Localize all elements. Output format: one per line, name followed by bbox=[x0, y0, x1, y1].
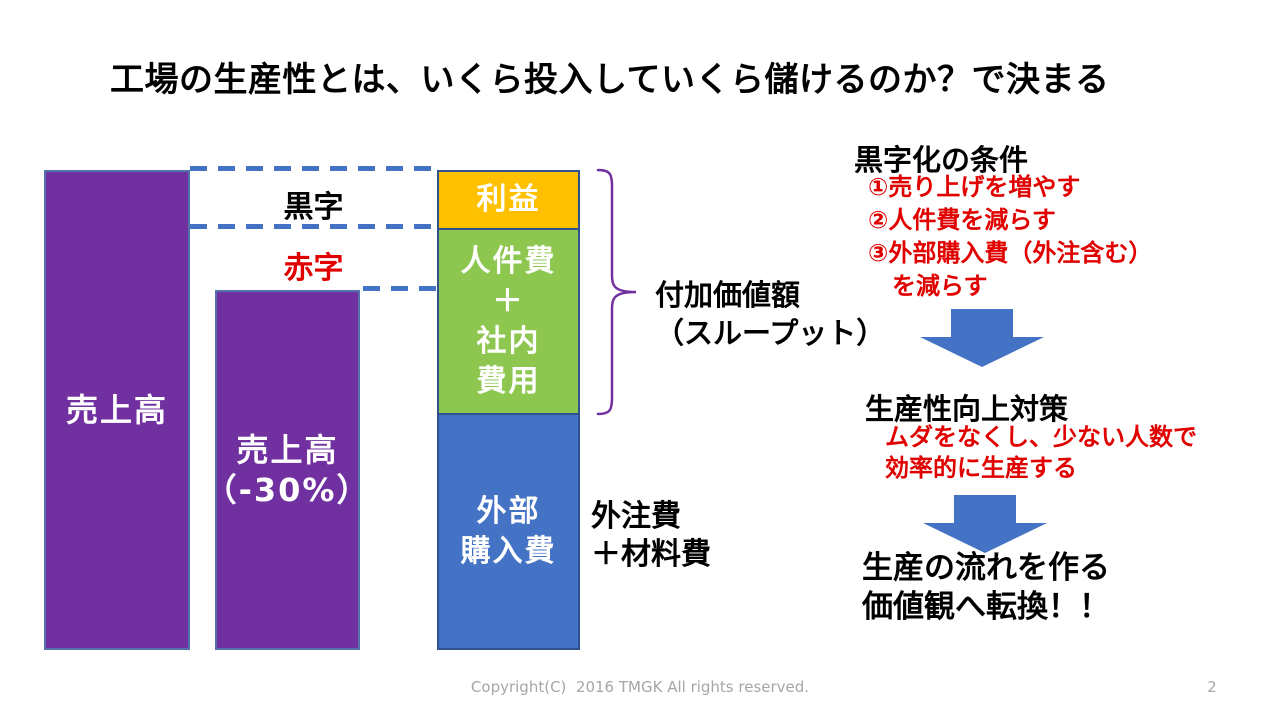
page-number: 2 bbox=[1207, 678, 1217, 696]
profit-segment-label: 利益 bbox=[476, 182, 541, 217]
down-arrow-icon bbox=[920, 309, 1044, 367]
surplus-conditions-title: 黒字化の条件 bbox=[854, 143, 1029, 177]
dashed-line-middle bbox=[190, 224, 437, 229]
bar-sales-full-label: 売上高 bbox=[65, 391, 168, 429]
surplus-label: 黒字 bbox=[283, 190, 344, 225]
deficit-label: 赤字 bbox=[283, 251, 344, 286]
page-title: 工場の生産性とは、いくら投入していくら儲けるのか？で決まる bbox=[110, 60, 1110, 100]
outsourcing-materials-label: 外注費 ＋材料費 bbox=[591, 499, 711, 572]
added-value-label: 付加価値額 （スループット） bbox=[655, 278, 886, 350]
external-purchase-segment: 外部 購入費 bbox=[439, 415, 578, 648]
external-purchase-segment-label: 外部 購入費 bbox=[460, 493, 557, 569]
dashed-line-top bbox=[190, 166, 437, 171]
right-brace-icon bbox=[596, 168, 637, 416]
profit-segment: 利益 bbox=[439, 172, 578, 230]
productivity-title: 生産性向上対策 bbox=[865, 392, 1069, 426]
bar-sales-reduced: 売上高 （-30%） bbox=[205, 290, 368, 650]
bar-sales-reduced-label: 売上高 （-30%） bbox=[204, 431, 371, 509]
stacked-cost-bar: 利益 人件費 ＋ 社内 費用 外部 購入費 bbox=[437, 170, 580, 650]
footer-copyright: Copyright(C) 2016 TMGK All rights reserv… bbox=[470, 678, 810, 696]
dashed-line-bottom bbox=[363, 286, 437, 291]
labor-cost-segment-label: 人件費 ＋ 社内 費用 bbox=[460, 243, 557, 399]
surplus-conditions-list: ①売り上げを増やす ②人件費を減らす ③外部購入費（外注含む） を減らす bbox=[868, 173, 1153, 300]
labor-cost-segment: 人件費 ＋ 社内 費用 bbox=[439, 230, 578, 415]
bar-sales-full: 売上高 bbox=[44, 170, 190, 650]
down-arrow-icon bbox=[923, 495, 1047, 553]
productivity-note: ムダをなくし、少ない人数で 効率的に生産する bbox=[885, 423, 1197, 482]
conclusion-text: 生産の流れを作る 価値観へ転換！！ bbox=[862, 550, 1110, 625]
